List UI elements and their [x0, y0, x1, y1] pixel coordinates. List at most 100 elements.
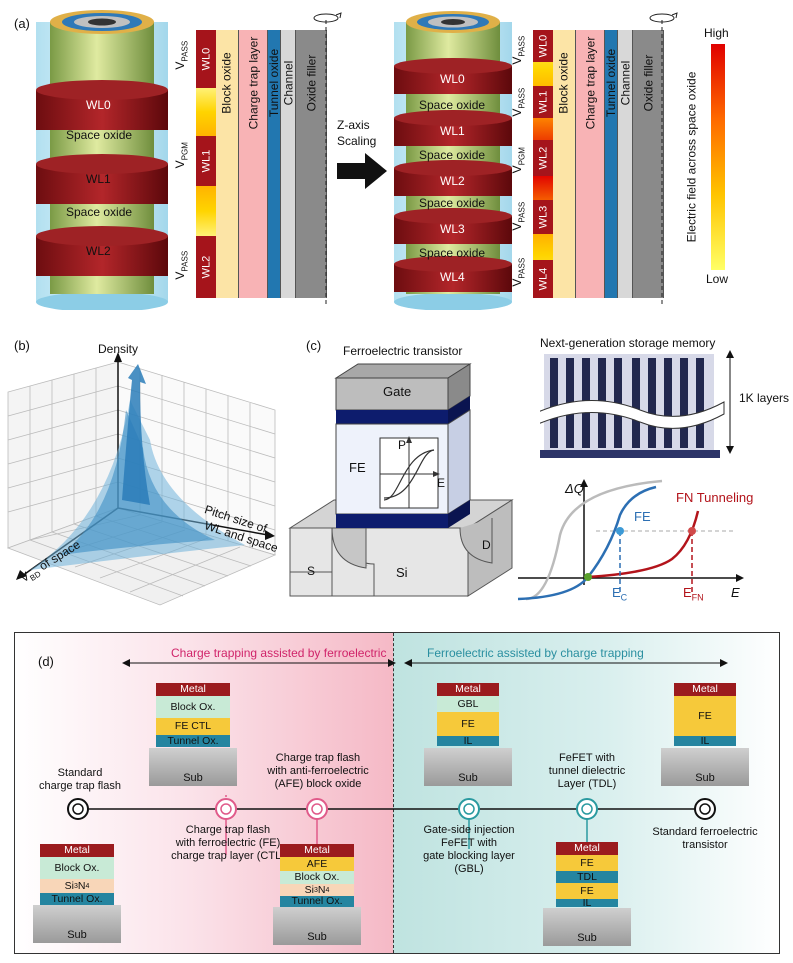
s3-metal: Metal — [280, 844, 354, 857]
ec-label: EC — [612, 585, 628, 603]
timeline-node-fe-ctl — [215, 798, 237, 820]
right-channel: Channel — [618, 30, 633, 298]
left-rotation-axis — [313, 12, 342, 304]
left-vpass-bottom: VPASS — [172, 250, 190, 280]
panel-d-label: (d) — [38, 654, 54, 669]
right-pillar-wl1: WL1 — [440, 124, 465, 138]
s2-metal: Metal — [156, 683, 230, 696]
right-pillar-wl3: WL3 — [440, 222, 465, 236]
colorbar-high: High — [704, 26, 729, 40]
left-pillar-illustration — [36, 10, 168, 310]
left-pillar-space-oxide-1: Space oxide — [66, 128, 133, 142]
s5-il: IL — [556, 898, 618, 908]
right-pillar-space-oxide-1: Space oxide — [419, 98, 486, 112]
s1-block: Block Ox. — [40, 857, 114, 879]
s2-fectl: FE CTL — [156, 718, 230, 735]
s4-il: IL — [437, 736, 499, 746]
right-pillar-wl0: WL0 — [440, 72, 465, 86]
left-tunnel-oxide: Tunnel oxide — [267, 30, 281, 298]
left-wl0: WL0 — [196, 30, 216, 88]
zaxis-label-1: Z-axis — [337, 118, 370, 132]
s4-metal: Metal — [437, 683, 499, 696]
right-header: Ferroelectric assisted by charge trappin… — [427, 646, 644, 660]
zaxis-arrow-icon — [337, 153, 387, 189]
fe-layer-label: FE — [349, 460, 366, 475]
colorbar — [711, 44, 725, 270]
e-axis-label: E — [731, 585, 740, 600]
dq-axis-label: ΔQ — [565, 481, 584, 496]
s5-substrate: Sub — [543, 908, 631, 946]
panel-c-label: (c) — [306, 338, 322, 353]
left-space-gradient-2 — [196, 186, 216, 236]
left-channel: Channel — [281, 30, 296, 298]
left-header: Charge trapping assisted by ferroelectri… — [171, 646, 387, 660]
s5-tdl: TDL — [556, 871, 618, 883]
1k-layers-label: 1K layers — [739, 391, 790, 405]
storage-title: Next-generation storage memory — [540, 336, 716, 350]
right-pillar-space-oxide-4: Space oxide — [419, 246, 486, 260]
stack-standard-fefet: Metal FE IL — [674, 683, 736, 746]
s1-substrate: Sub — [33, 905, 121, 943]
field-label: E — [437, 476, 446, 490]
panel-d-divider — [393, 633, 394, 953]
storage-memory-illustration — [540, 350, 734, 458]
right-block-oxide: Block oxide — [553, 30, 576, 298]
s3-afe: AFE — [280, 857, 354, 871]
fn-curve-label: FN Tunneling — [676, 490, 754, 505]
left-vpgm: VPGM — [172, 141, 190, 169]
s4-fe: FE — [437, 712, 499, 736]
si-label: Si — [396, 565, 408, 580]
left-wl2: WL2 — [196, 236, 216, 298]
timeline-node-standard-fefet — [694, 798, 716, 820]
s5-fe1: FE — [556, 855, 618, 871]
right-pillar-space-oxide-3: Space oxide — [419, 196, 486, 210]
panel-d-frame — [14, 632, 780, 954]
efn-label: EFN — [683, 585, 704, 603]
right-pillar-illustration — [394, 11, 512, 310]
s6-fe: FE — [674, 696, 736, 736]
panel-a-label: (a) — [14, 16, 30, 31]
right-wl0: WL0 — [533, 30, 553, 62]
left-vpass-top: VPASS — [172, 40, 190, 70]
left-pillar-wl0: WL0 — [86, 98, 111, 112]
s5-metal: Metal — [556, 842, 618, 855]
s6-il: IL — [674, 736, 736, 746]
right-pillar-space-oxide-2: Space oxide — [419, 148, 486, 162]
s2-substrate: Sub — [149, 748, 237, 786]
right-wl2: WL2 — [533, 140, 553, 176]
s3-block: Block Ox. — [280, 871, 354, 884]
right-pillar-wl4: WL4 — [440, 270, 465, 284]
right-wl3: WL3 — [533, 200, 553, 234]
s2-tunnel: Tunnel Ox. — [156, 735, 230, 747]
right-tunnel-oxide: Tunnel oxide — [604, 30, 618, 298]
polarization-label: P — [398, 438, 407, 452]
gate-label: Gate — [383, 384, 412, 399]
fe-transistor-title: Ferroelectric transistor — [343, 344, 463, 358]
right-pillar-wl2: WL2 — [440, 174, 465, 188]
s1-metal: Metal — [40, 844, 114, 857]
right-vpass-0: VPASS — [509, 35, 527, 65]
timeline-node-standard-ctf — [67, 798, 89, 820]
density-axis-label: Density — [98, 342, 139, 356]
s2-block: Block Ox. — [156, 696, 230, 718]
s4-gbl: GBL — [437, 696, 499, 712]
colorbar-title: Electric field across space oxide — [684, 71, 698, 243]
fe-curve-label: FE — [634, 509, 651, 524]
right-vpass-3: VPASS — [509, 201, 527, 231]
s6-substrate: Sub — [661, 748, 749, 786]
zaxis-label-2: Scaling — [337, 134, 377, 148]
right-vpass-1: VPASS — [509, 87, 527, 117]
panel-b-label: (b) — [14, 338, 30, 353]
s1-tunnel: Tunnel Ox. — [40, 893, 114, 905]
drain-label: D — [482, 538, 491, 552]
stack-fe-ctl: Metal Block Ox. FE CTL Tunnel Ox. — [156, 683, 230, 747]
